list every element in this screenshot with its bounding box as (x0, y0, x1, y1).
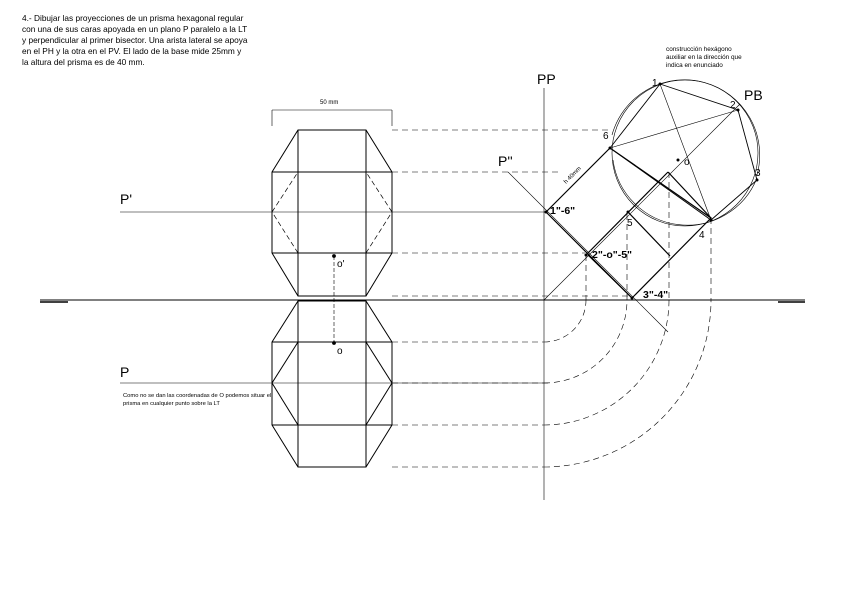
projection-lines-top (392, 341, 544, 468)
profile-inner-lines (587, 171, 712, 299)
label-pb: PB (744, 87, 763, 103)
dimension-50mm (271, 109, 393, 126)
o-point (332, 341, 336, 345)
problem-statement: 4.- Dibujar las proyecciones de un prism… (22, 13, 248, 67)
point-6: 6 (603, 131, 609, 142)
auxiliary-circle (611, 79, 759, 227)
label-pp: PP (537, 71, 556, 87)
o-prime-point (332, 254, 336, 258)
construction-arc-upper (611, 79, 760, 176)
dimension-label: 50 mm (320, 100, 338, 106)
point-5: 5 (627, 218, 633, 229)
label-o: o (337, 346, 343, 357)
label-o-hex: o (684, 157, 690, 168)
hex-diagonal-3 (609, 109, 739, 149)
transfer-arcs (543, 299, 712, 468)
point-2: 2 (730, 100, 736, 111)
front-view (271, 129, 393, 297)
label-p-profile: P'' (498, 153, 513, 169)
point-1-6: 1"-6" (550, 205, 575, 217)
hexagon-note: construcción hexágono auxiliar en la dir… (666, 46, 742, 69)
point-3-4: 3"-4" (643, 289, 668, 301)
point-1: 1 (652, 78, 658, 89)
auxiliary-hexagon (609, 83, 758, 221)
p-profile-trace (507, 171, 669, 333)
hex-diagonal-1 (659, 83, 712, 221)
top-view (271, 300, 393, 468)
point-3: 3 (755, 168, 761, 179)
points (544, 82, 759, 300)
bisector-line (543, 103, 741, 301)
point-4: 4 (699, 230, 705, 241)
label-p: P (120, 364, 129, 380)
point-2-o-5: 2"-o"-5" (592, 249, 632, 261)
construction-arc-lower (612, 159, 758, 226)
height-label: h 40mm (563, 166, 583, 186)
footnote: Como no se dan las coordenadas de O pode… (123, 393, 272, 407)
front-view-hidden (271, 171, 393, 254)
label-p-prime: P' (120, 191, 132, 207)
vertical-projections (585, 172, 712, 300)
label-o-prime: o' (337, 259, 345, 270)
projection-lines-front (392, 129, 632, 297)
